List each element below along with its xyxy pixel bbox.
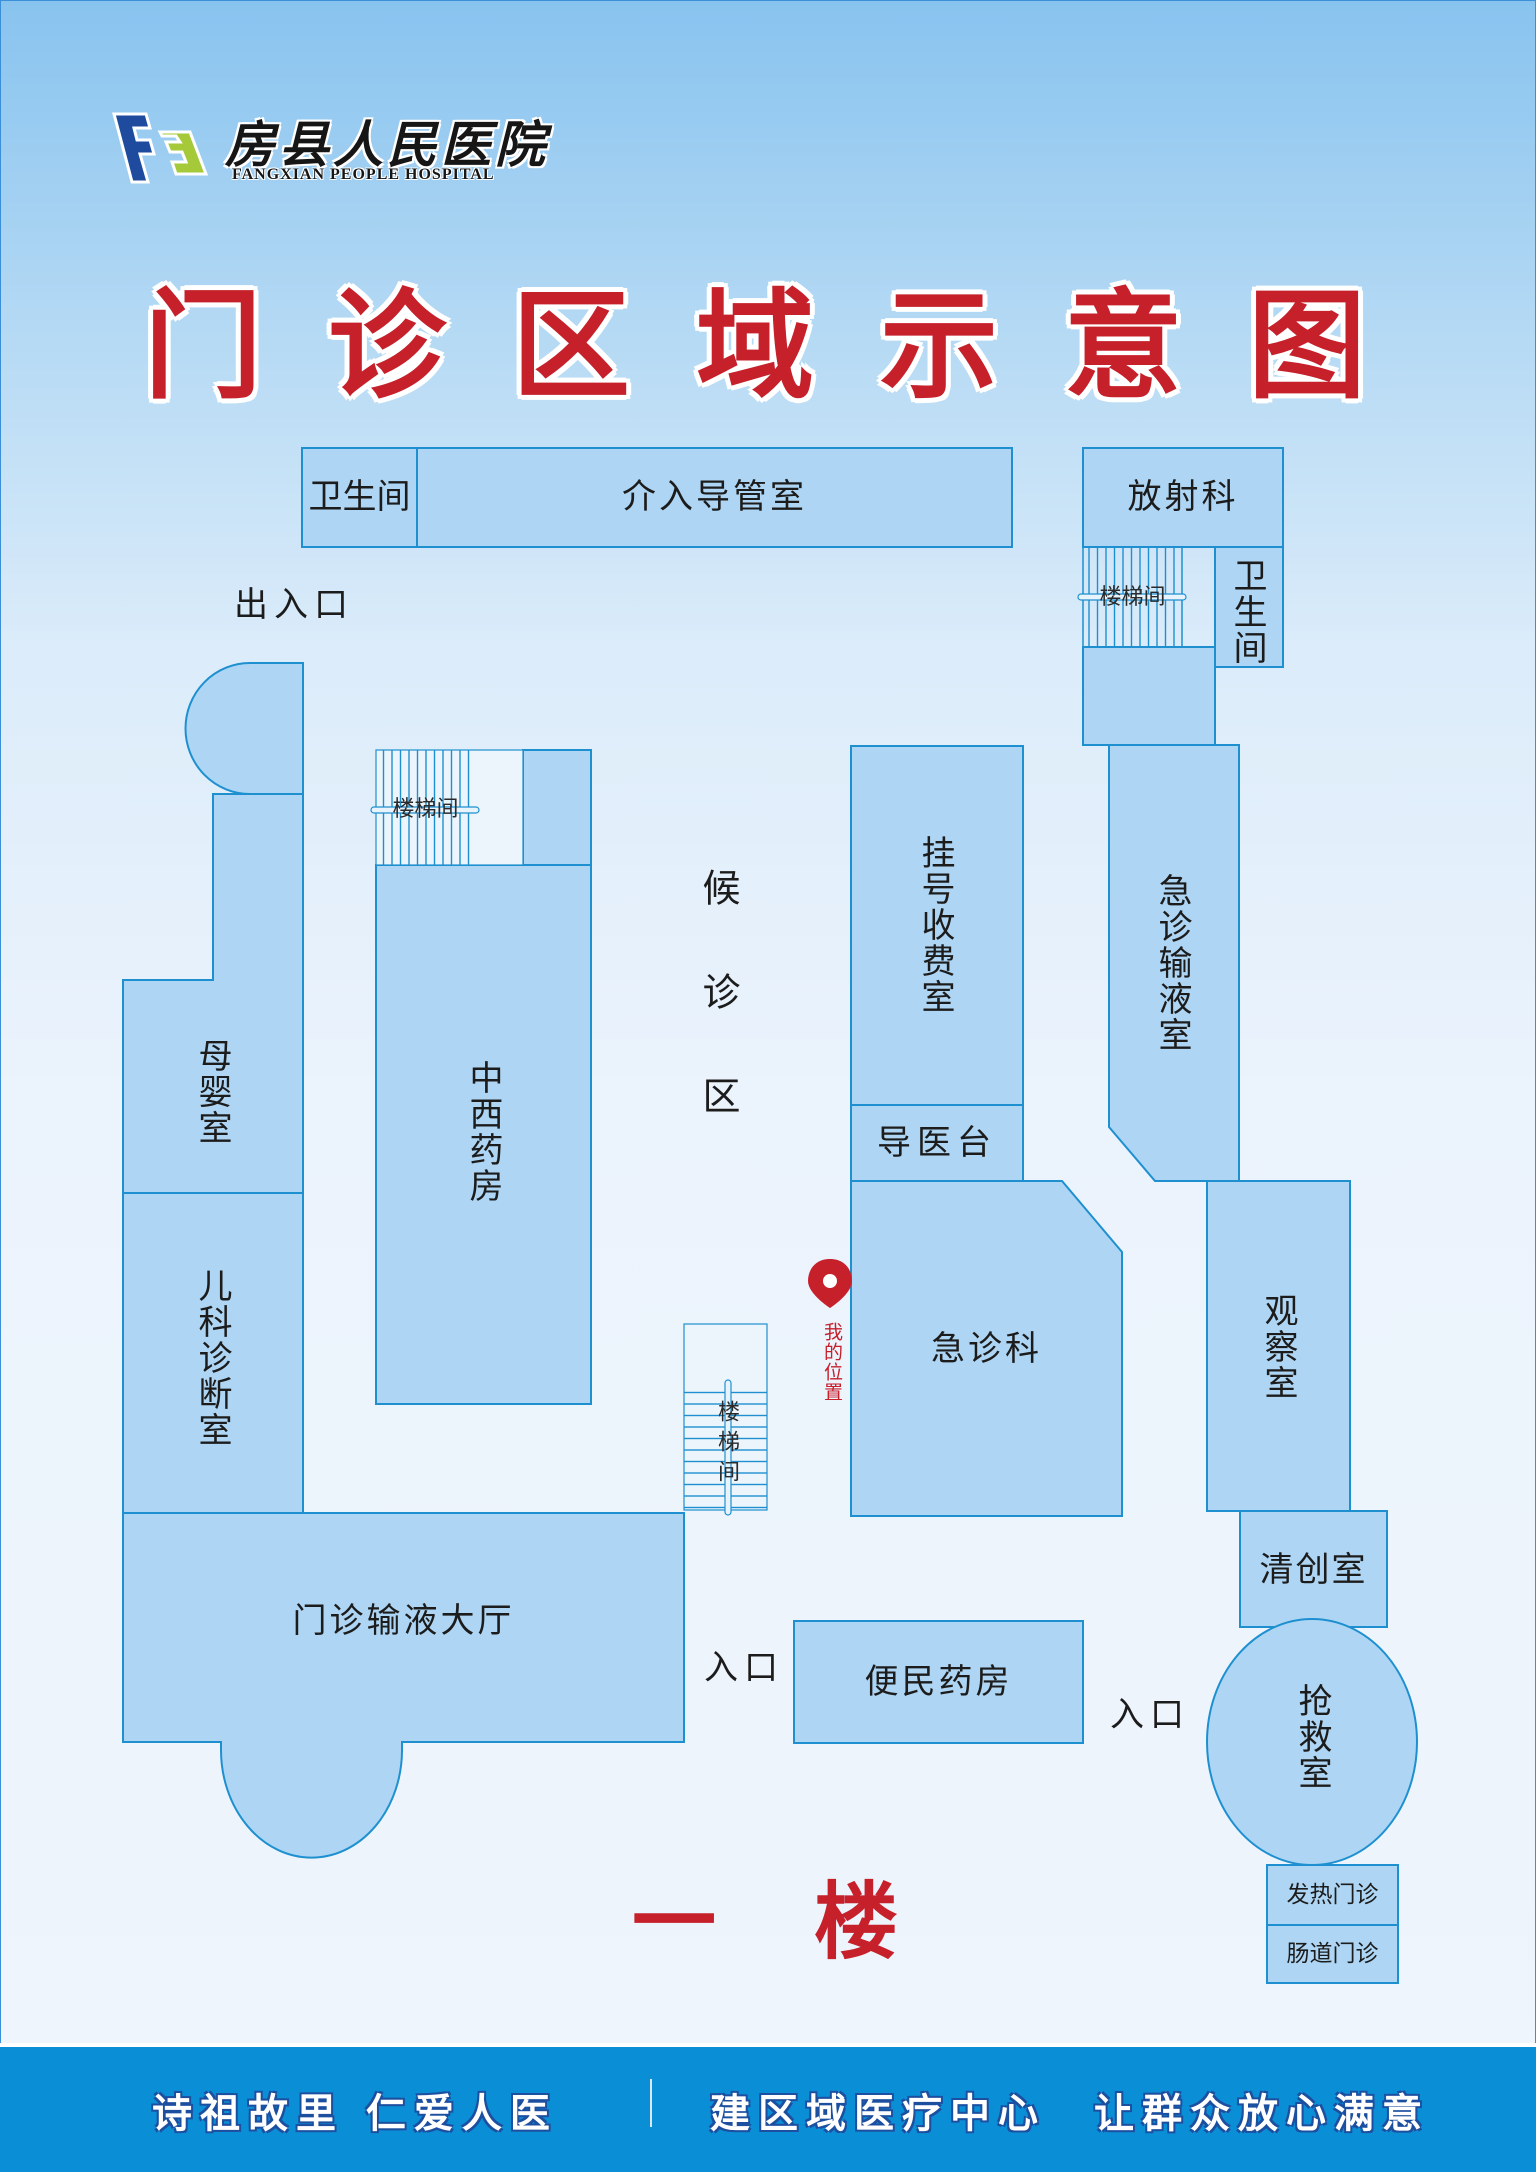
room-fever-clinic <box>1266 1864 1399 1926</box>
label-stair-top-right: 楼梯间 <box>1099 585 1166 610</box>
room-outpatient-infusion-hall <box>122 1512 685 1859</box>
room-stair-left-side <box>522 749 592 866</box>
floor-unit: 楼 <box>814 1873 899 1971</box>
footer-slogan-right: 建区域医疗中心 让群众放心满意 <box>710 2091 1430 2137</box>
room-guide-desk <box>850 1104 1024 1182</box>
room-restroom-right <box>1214 546 1284 668</box>
label-radiology: 放射科 <box>1127 477 1239 517</box>
label-mother-baby: 母婴室 <box>192 1038 232 1146</box>
room-emergency-infusion <box>1108 744 1240 1182</box>
label-observation: 观察室 <box>1258 1293 1298 1401</box>
stairwell-left <box>370 749 524 866</box>
label-stair-center: 楼梯间 <box>714 1400 739 1490</box>
footer-banner: 诗祖故里 仁爱人医 建区域医疗中心 让群众放心满意 <box>0 2043 1536 2172</box>
footer-divider <box>650 2079 652 2127</box>
label-pediatrics: 儿科诊断室 <box>192 1268 232 1448</box>
room-pharmacy <box>375 864 592 1405</box>
label-intestinal-clinic: 肠道门诊 <box>1286 1941 1379 1967</box>
label-exit-entrance: 出入口 <box>234 585 354 625</box>
room-restroom-top <box>301 447 418 548</box>
label-resuscitation: 抢救室 <box>1292 1683 1332 1791</box>
room-emergency <box>850 1180 1123 1517</box>
label-entrance-left: 入口 <box>704 1648 784 1688</box>
hospital-logo-icon <box>112 112 209 184</box>
room-pediatrics <box>122 1192 304 1515</box>
label-waiting-area: 候诊区 <box>696 868 740 1180</box>
label-entrance-right: 入口 <box>1110 1695 1190 1735</box>
room-radiology <box>1082 447 1284 548</box>
label-debridement: 清创室 <box>1259 1550 1368 1590</box>
map-pin-icon <box>808 1259 852 1308</box>
label-outpatient-infusion-hall: 门诊输液大厅 <box>292 1601 515 1641</box>
my-location-label: 我的位置 <box>821 1322 843 1402</box>
room-convenience-pharmacy <box>793 1620 1084 1744</box>
label-fever-clinic: 发热门诊 <box>1286 1882 1379 1908</box>
label-restroom-top: 卫生间 <box>308 477 411 517</box>
label-interventional: 介入导管室 <box>622 477 807 517</box>
room-interventional <box>416 447 1013 548</box>
label-convenience-pharmacy: 便民药房 <box>864 1662 1013 1702</box>
footer-slogan-left: 诗祖故里 仁爱人医 <box>152 2091 558 2137</box>
room-registration <box>850 745 1024 1106</box>
room-left-exit-bay <box>184 662 304 795</box>
room-debridement <box>1239 1510 1388 1628</box>
label-emergency-infusion: 急诊输液室 <box>1152 873 1192 1053</box>
label-pharmacy: 中西药房 <box>463 1060 503 1204</box>
label-stair-left: 楼梯间 <box>392 797 459 822</box>
label-guide-desk: 导医台 <box>877 1123 997 1163</box>
floor-number: 一 <box>632 1873 717 1971</box>
label-emergency: 急诊科 <box>931 1329 1042 1369</box>
label-restroom-right: 卫生间 <box>1227 558 1267 666</box>
hospital-name-cn: 房县人民医院 <box>225 115 549 174</box>
hospital-name-en: FANGXIAN PEOPLE HOSPITAL <box>232 166 495 183</box>
room-intestinal-clinic <box>1266 1924 1399 1984</box>
label-registration: 挂号收费室 <box>915 835 955 1015</box>
stairwell-top-right <box>1077 546 1187 648</box>
page-title: 门诊区域示意图 <box>143 277 1432 415</box>
room-observation <box>1206 1180 1351 1512</box>
stairwell-center <box>683 1323 768 1516</box>
room-stair-landing <box>1082 646 1216 746</box>
